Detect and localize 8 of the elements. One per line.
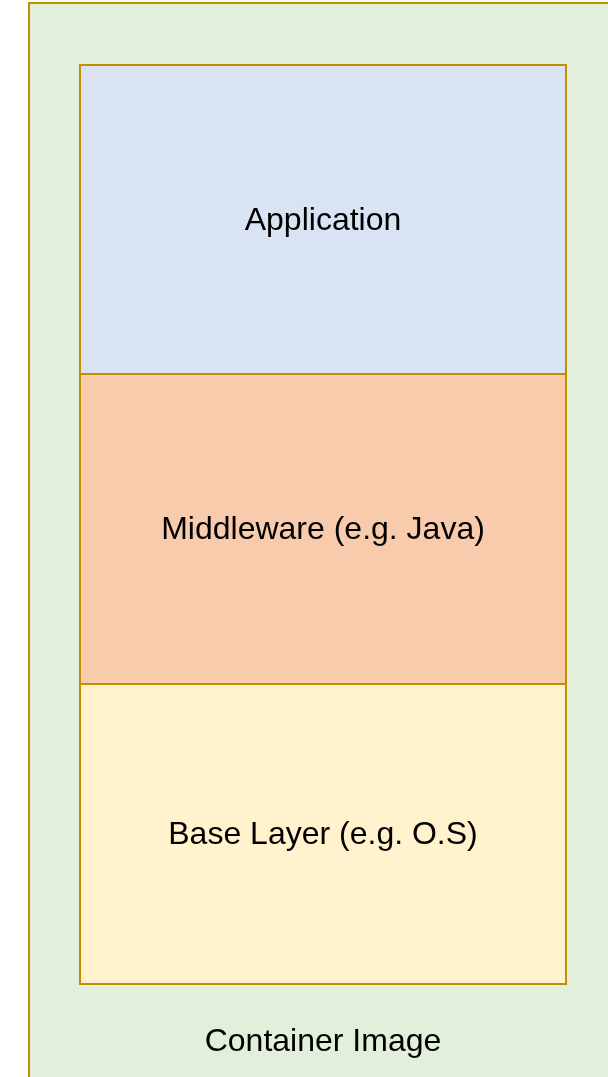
layer-label: Base Layer (e.g. O.S): [167, 814, 479, 854]
layer-box: [79, 64, 567, 375]
layer-label: Application: [243, 199, 403, 239]
layer-label: Middleware (e.g. Java): [160, 509, 486, 549]
layer-box: [79, 683, 567, 985]
panel-title: Container Image: [203, 1021, 443, 1060]
layer-box: [79, 373, 567, 685]
container-panel: [28, 2, 608, 1077]
